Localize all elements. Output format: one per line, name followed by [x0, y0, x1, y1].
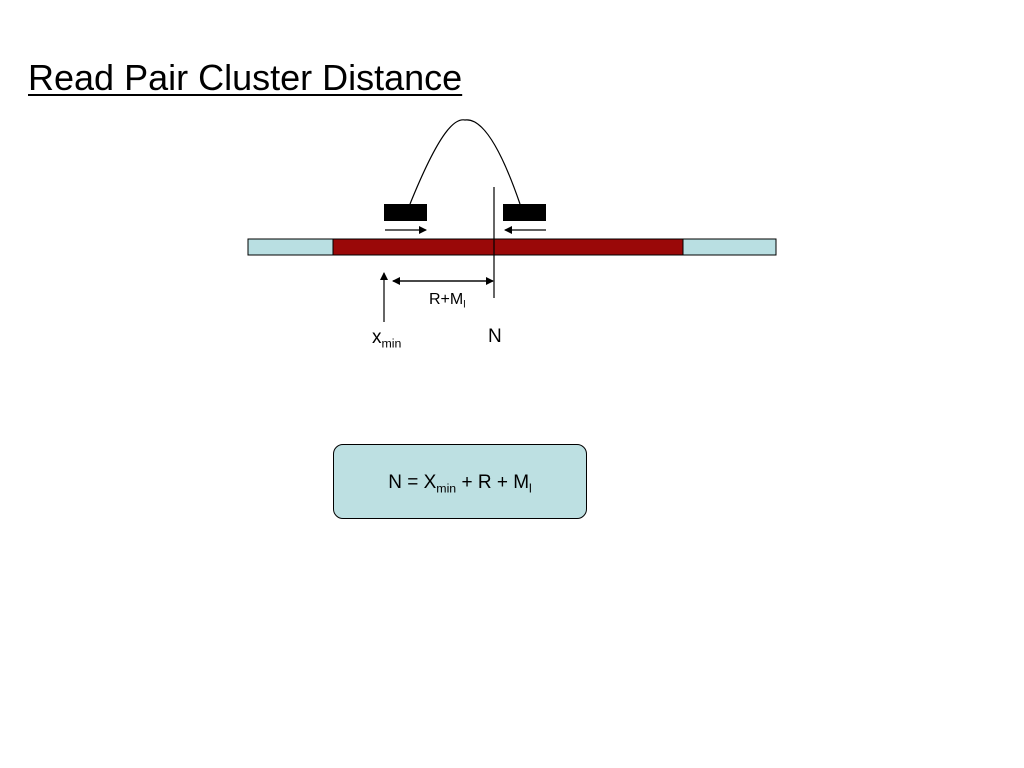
label-xmin-sub: min: [381, 336, 402, 351]
formula-sub-min: min: [436, 481, 457, 496]
label-r-plus-ml-sub: l: [463, 299, 466, 311]
cluster-region: [332, 238, 684, 256]
formula-mid: + R + M: [456, 472, 530, 493]
formula-box: N = Xmin + R + Ml: [333, 444, 587, 519]
read-left: [384, 204, 427, 221]
formula-text: N = Xmin + R + Ml: [334, 472, 586, 496]
formula-lhs: N = X: [388, 472, 437, 493]
label-xmin-main: x: [372, 327, 382, 348]
label-n: N: [488, 326, 502, 347]
genome-flank-right: [682, 238, 777, 256]
slide-title: Read Pair Cluster Distance: [28, 57, 463, 98]
label-r-plus-ml-main: R+M: [429, 291, 464, 308]
genome-flank-left: [247, 238, 334, 256]
formula-sub-l: l: [529, 481, 532, 496]
read-right: [503, 204, 546, 221]
label-r-plus-ml: R+Ml: [429, 291, 466, 311]
label-xmin: xmin: [372, 327, 402, 351]
read-pair-arc: [409, 119, 521, 205]
